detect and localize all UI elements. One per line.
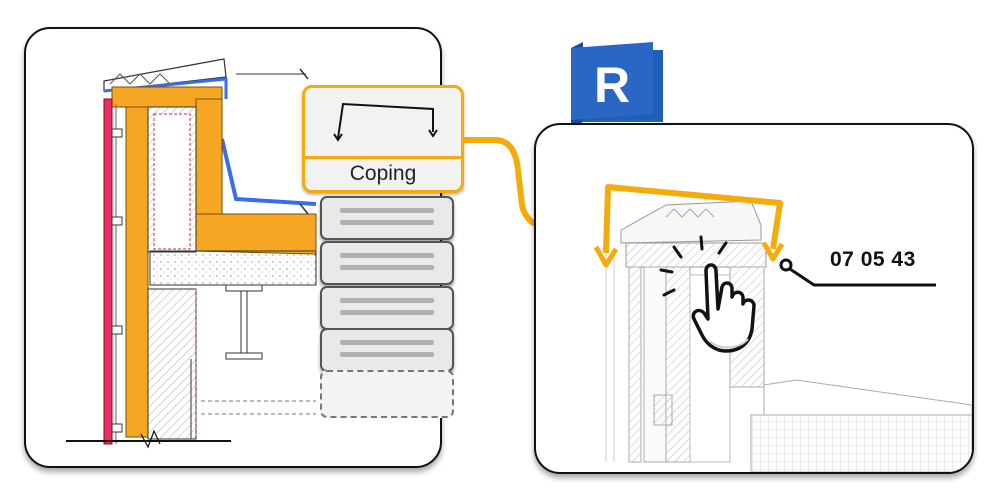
revit-letter: R: [594, 57, 630, 113]
family-card-placeholder: [320, 370, 454, 418]
coping-highlight: [603, 184, 783, 254]
coping-label: Coping: [349, 162, 417, 185]
cladding: [103, 98, 113, 445]
insulation-vertical: [125, 106, 149, 438]
roof-insulation: [195, 213, 317, 255]
steel-beam: [225, 352, 263, 360]
leader-line: [789, 267, 936, 287]
card-divider: [305, 156, 461, 159]
wall-section-drawing: [66, 58, 317, 449]
element-code-label: 07 05 43: [830, 248, 916, 271]
family-card[interactable]: [320, 328, 454, 372]
coping-profile-icon: [333, 102, 438, 142]
family-card[interactable]: [320, 241, 454, 285]
coping-card[interactable]: Coping: [302, 85, 464, 193]
family-card[interactable]: [320, 196, 454, 240]
coping-cap: [103, 58, 227, 92]
family-card[interactable]: [320, 286, 454, 330]
click-burst: [659, 235, 728, 297]
revit-logo-icon: R: [571, 42, 663, 130]
pointing-hand-icon: [691, 263, 756, 353]
coping-model-drawing: [593, 184, 972, 472]
concrete-slab: [149, 250, 317, 286]
revit-model-panel: [534, 123, 974, 474]
